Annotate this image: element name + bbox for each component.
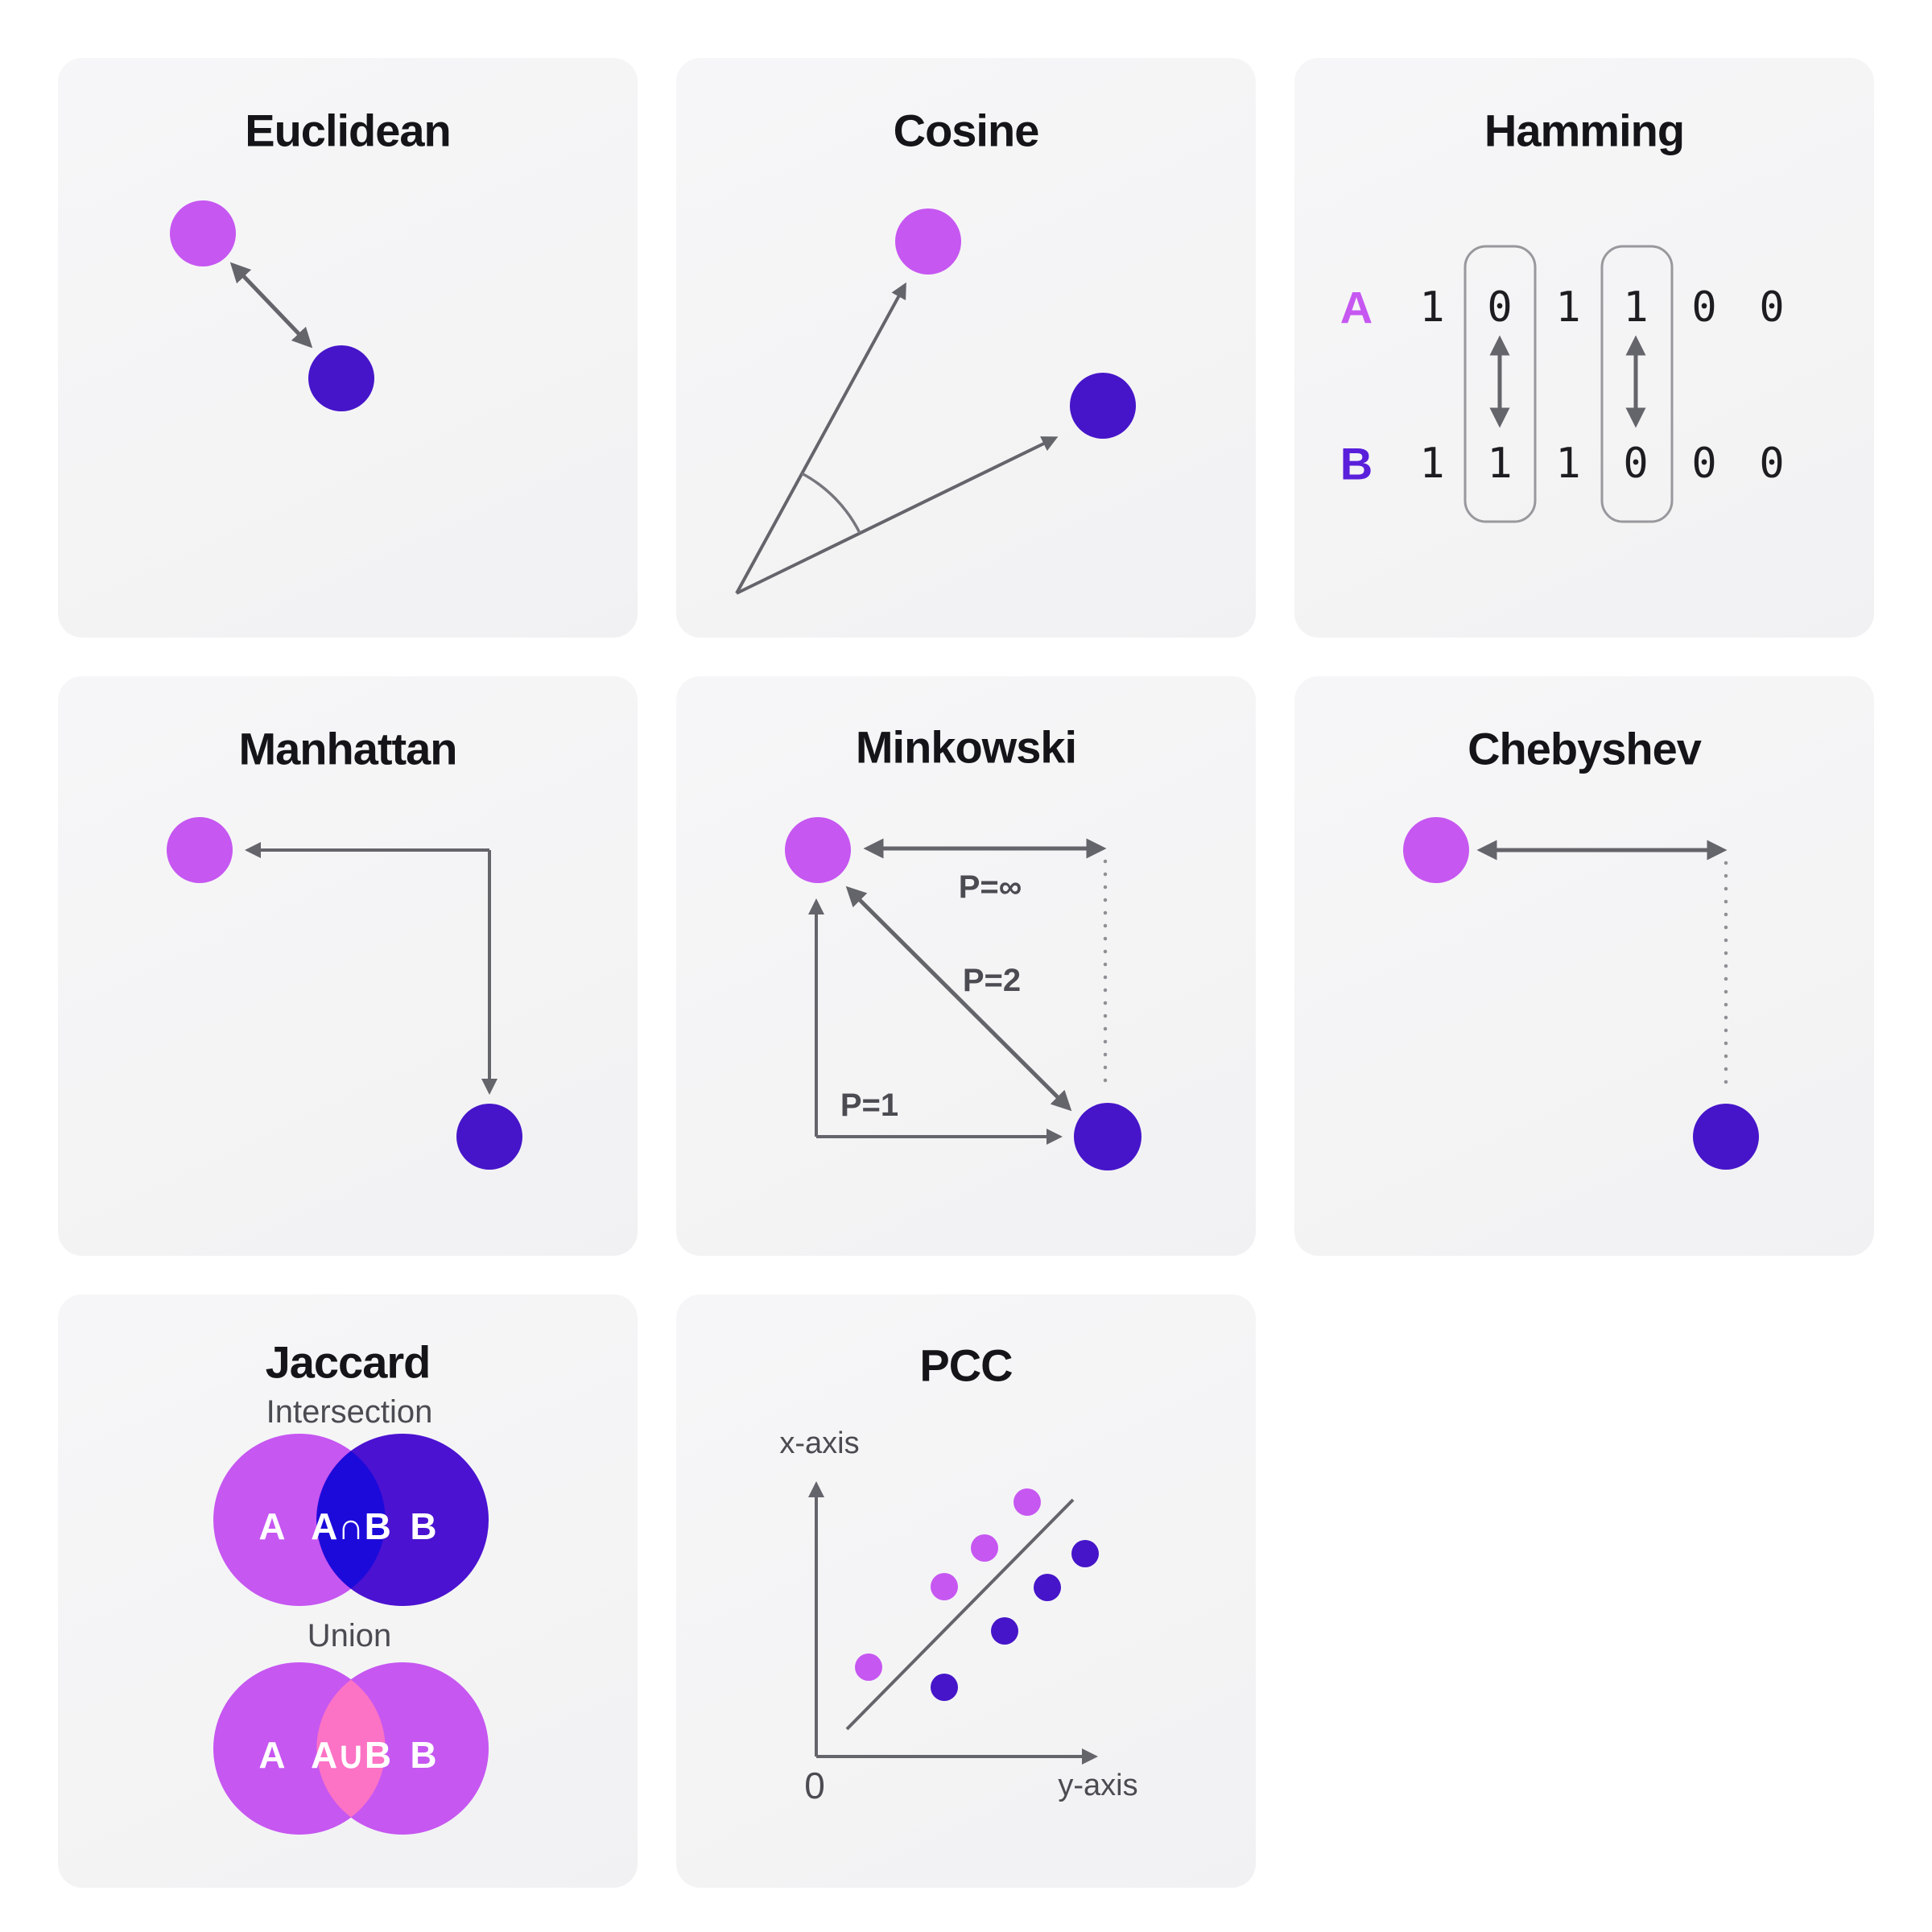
hamming-diagram: Hamming A B 1 0 1 1 0 0 1 1 1 0 0 0 [1340, 105, 1785, 523]
bit-b-5: 0 [1759, 440, 1784, 488]
point-a-magenta-icon [170, 200, 236, 266]
bit-a-1: 0 [1487, 283, 1512, 332]
angle-arc [801, 472, 861, 534]
card-title-manhattan: Manhattan [239, 724, 457, 774]
scatter-point-magenta [971, 1534, 998, 1562]
card-title-hamming: Hamming [1484, 105, 1684, 156]
row-b-label: B [1340, 439, 1373, 489]
card-jaccard: Jaccard Intersection A A∩B B Union A A∪B… [58, 1294, 638, 1888]
card-cosine: Cosine [676, 58, 1256, 638]
point-b-purple-icon [308, 345, 374, 411]
card-title-jaccard: Jaccard [266, 1337, 431, 1388]
bit-b-1: 1 [1487, 440, 1512, 488]
p-2-arrow [845, 886, 1072, 1112]
vector-a-arrow [735, 282, 906, 594]
union-label-aub: A∪B [311, 1734, 391, 1776]
chebyshev-diagram: Chebyshev [1403, 724, 1759, 1170]
p-infinity-label: P=∞ [959, 869, 1022, 905]
union-lens [316, 1679, 386, 1818]
bit-a-3: 1 [1623, 283, 1648, 332]
trend-line [845, 1498, 1075, 1731]
bit-b-3: 0 [1623, 440, 1648, 488]
point-a-magenta-icon [167, 817, 233, 883]
cosine-diagram: Cosine [735, 105, 1136, 595]
scatter-point-purple [931, 1674, 958, 1701]
point-a-magenta-icon [895, 208, 961, 275]
point-b-purple-icon [1693, 1104, 1759, 1170]
p-2-label: P=2 [963, 963, 1021, 998]
bit-b-0: 1 [1419, 440, 1444, 488]
diff-box-1 [1463, 245, 1537, 523]
scatter-point-purple [1034, 1574, 1061, 1601]
row-a-label: A [1340, 283, 1373, 333]
card-title-pcc: PCC [919, 1340, 1012, 1391]
scatter-point-magenta [931, 1573, 958, 1600]
union-subtitle: Union [308, 1618, 392, 1653]
bit-a-5: 0 [1759, 283, 1784, 332]
card-pcc: PCC x-axis 0 y-axis [676, 1294, 1256, 1888]
scatter-point-magenta [1013, 1488, 1041, 1516]
manhattan-diagram: Manhattan [167, 724, 522, 1170]
union-label-b: B [410, 1734, 436, 1776]
intersection-lens [316, 1451, 386, 1589]
pcc-diagram: PCC x-axis 0 y-axis [779, 1340, 1137, 1807]
bit-b-2: 1 [1555, 440, 1580, 488]
origin-label: 0 [804, 1765, 825, 1806]
bit-a-0: 1 [1419, 283, 1444, 332]
euclidean-distance-arrow [229, 262, 313, 349]
point-a-magenta-icon [785, 817, 851, 883]
point-b-purple-icon [1070, 373, 1136, 439]
scatter-point-magenta [855, 1653, 882, 1681]
card-chebyshev: Chebyshev [1294, 676, 1874, 1256]
intersection-label-b: B [410, 1505, 436, 1547]
intersection-label-a: A [258, 1505, 285, 1547]
diff-box-2 [1600, 245, 1674, 523]
vector-b-arrow [736, 436, 1059, 595]
p-1-label: P=1 [840, 1088, 898, 1123]
minkowski-diagram: Minkowski P=∞ P=2 P=1 [785, 722, 1141, 1170]
scatter-points [855, 1488, 1099, 1701]
card-manhattan: Manhattan [58, 676, 638, 1256]
intersection-subtitle: Intersection [266, 1394, 433, 1430]
card-title-minkowski: Minkowski [856, 722, 1076, 773]
scatter-point-purple [1071, 1540, 1099, 1567]
point-b-purple-icon [456, 1104, 522, 1170]
point-b-purple-icon [1074, 1103, 1141, 1170]
card-hamming: Hamming A B 1 0 1 1 0 0 1 1 1 0 0 0 [1294, 58, 1874, 638]
bit-a-4: 0 [1691, 283, 1716, 332]
card-minkowski: Minkowski P=∞ P=2 P=1 [676, 676, 1256, 1256]
jaccard-diagram: Jaccard Intersection A A∩B B Union A A∪B… [213, 1337, 489, 1835]
point-a-magenta-icon [1403, 817, 1469, 883]
scatter-point-purple [991, 1617, 1018, 1645]
card-title-cosine: Cosine [894, 105, 1039, 156]
bit-b-4: 0 [1691, 440, 1716, 488]
intersection-label-anb: A∩B [311, 1505, 391, 1547]
card-title-chebyshev: Chebyshev [1468, 724, 1702, 774]
union-label-a: A [258, 1734, 285, 1776]
vertical-axis-label: x-axis [779, 1426, 859, 1460]
bit-a-2: 1 [1555, 283, 1580, 332]
card-euclidean: Euclidean [58, 58, 638, 638]
euclidean-diagram: Euclidean [170, 105, 452, 411]
card-title-euclidean: Euclidean [245, 105, 451, 156]
horizontal-axis-label: y-axis [1058, 1769, 1137, 1802]
